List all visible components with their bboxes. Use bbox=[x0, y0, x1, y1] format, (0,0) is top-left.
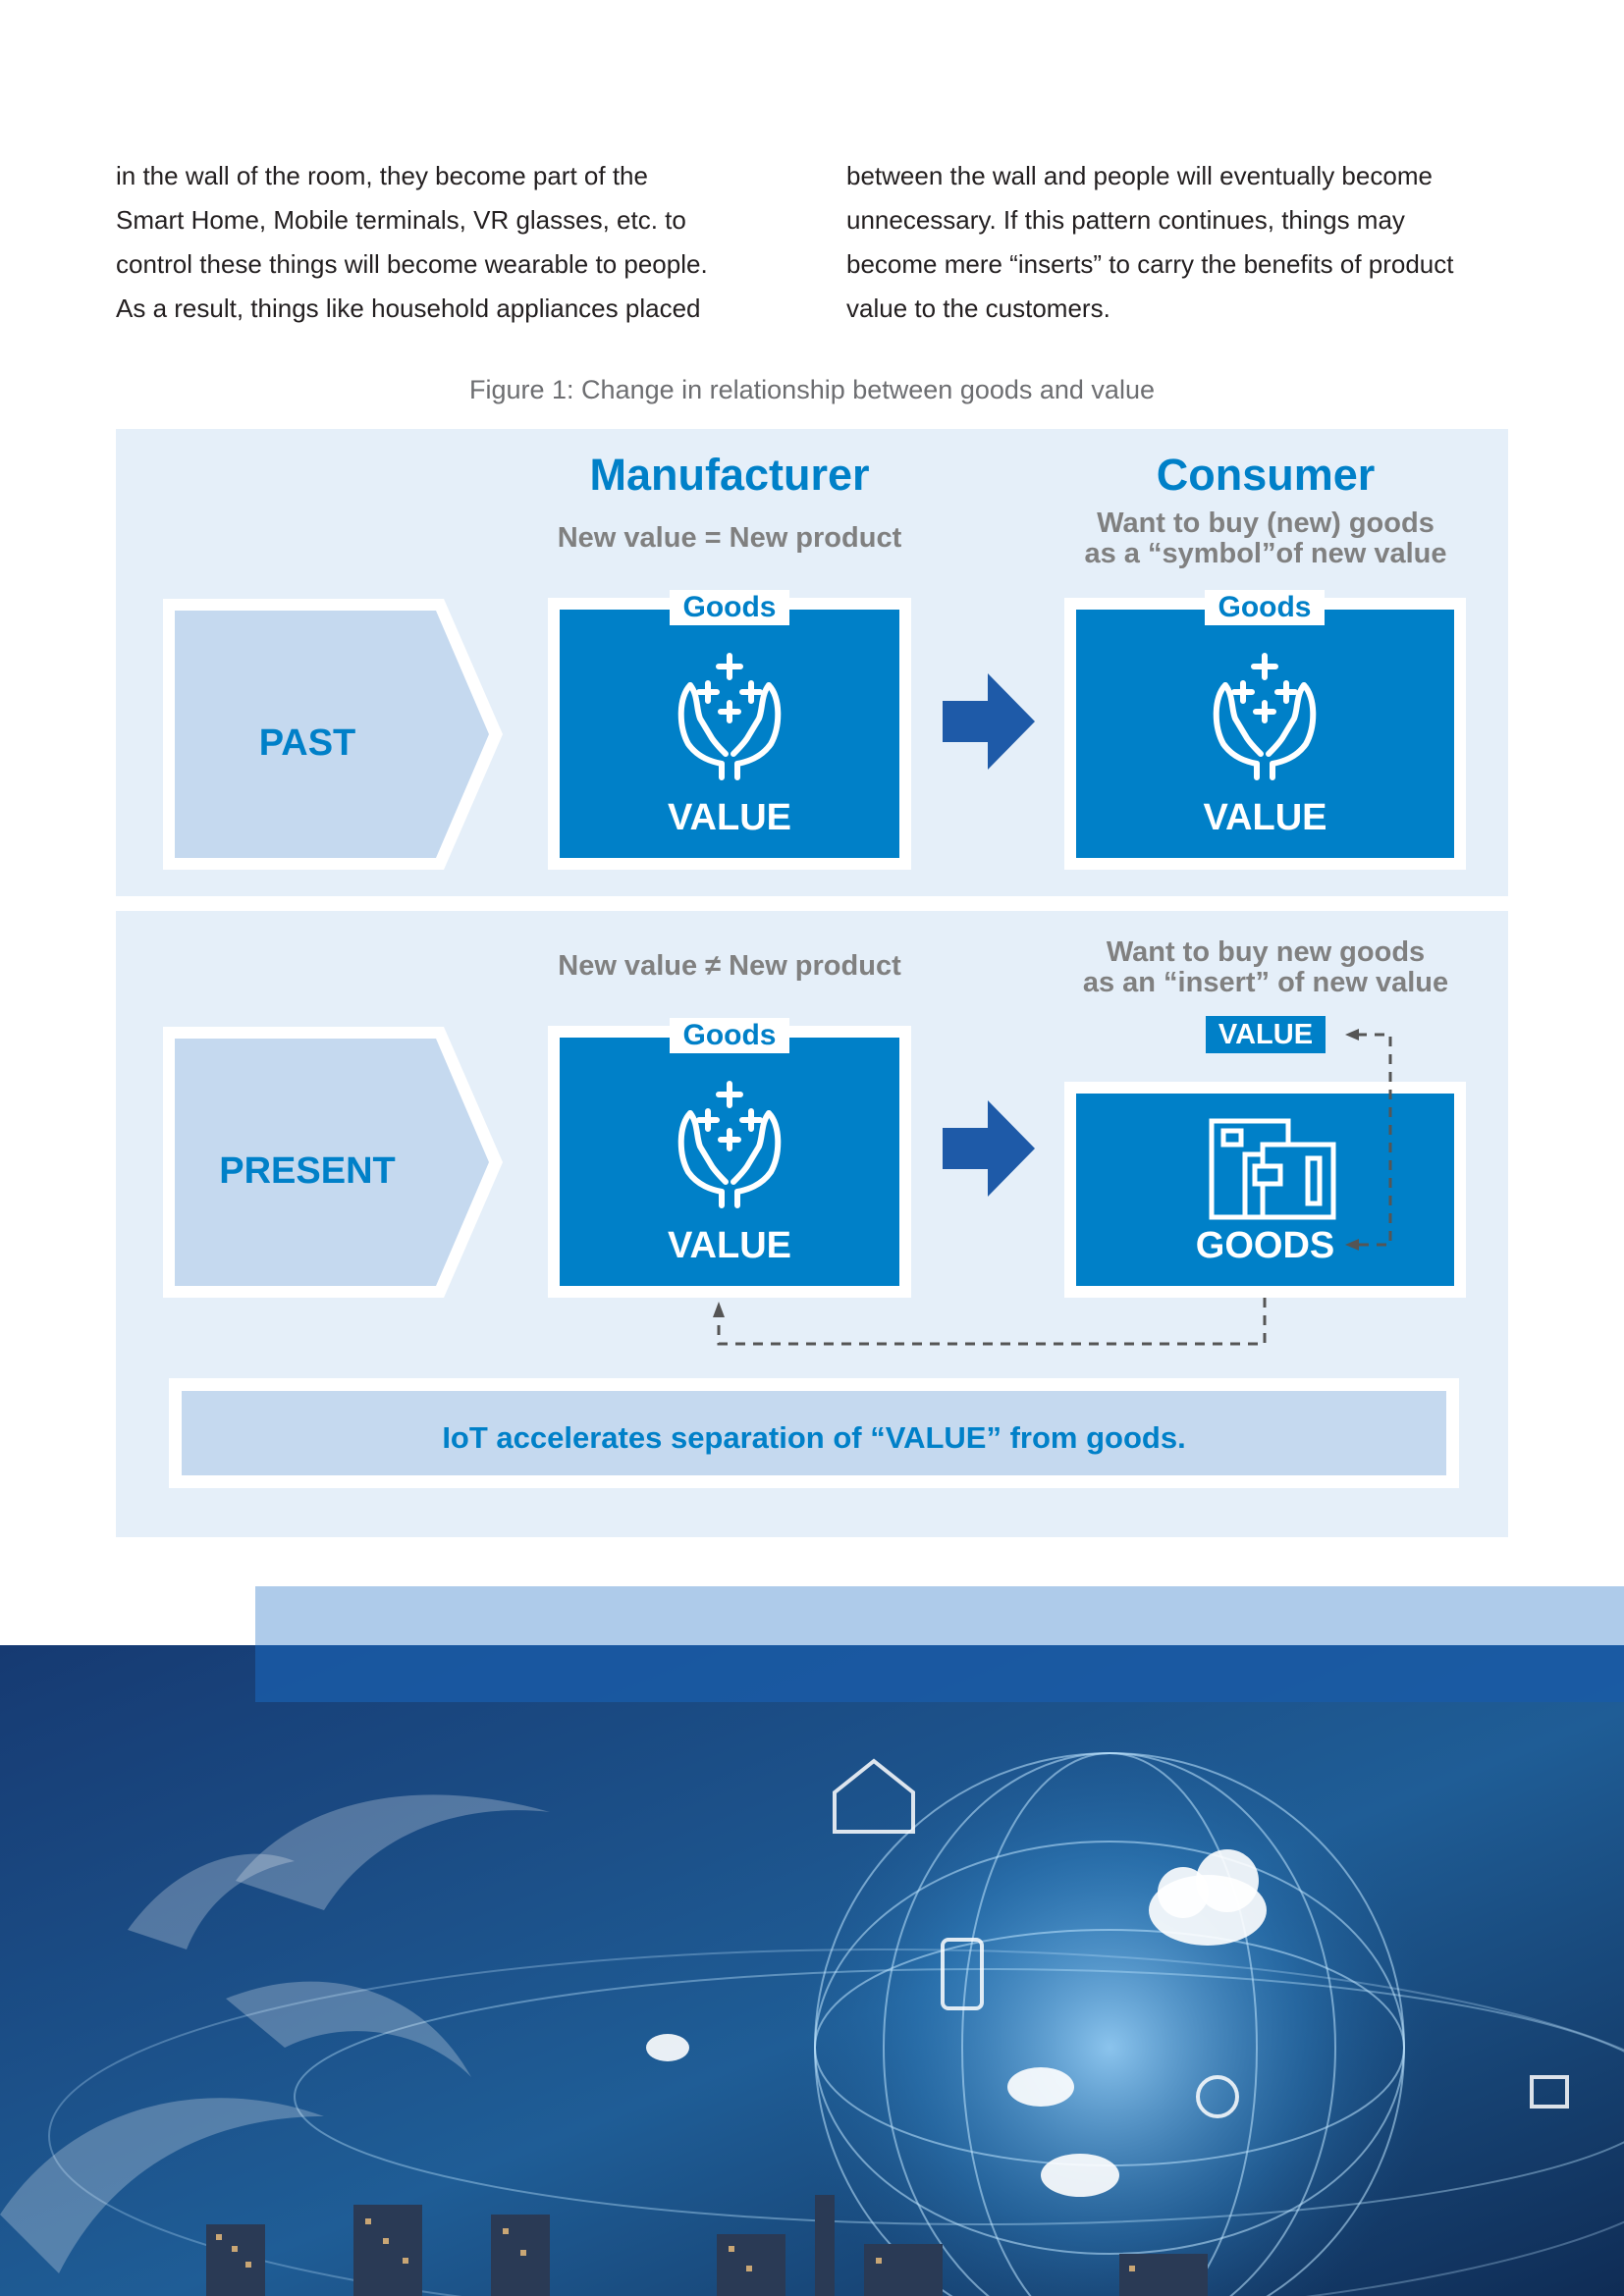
body-line: unnecessary. If this pattern continues, … bbox=[846, 205, 1405, 235]
conclusion-banner-inner bbox=[182, 1391, 1446, 1475]
body-line: become mere “inserts” to carry the benef… bbox=[846, 249, 1454, 279]
past-consumer-card bbox=[1064, 598, 1466, 870]
present-manufacturer-subtitle: New value ≠ New product bbox=[558, 950, 901, 982]
arrow-right-icon bbox=[943, 673, 1035, 770]
manufacturer-heading: Manufacturer bbox=[589, 450, 870, 500]
body-line: between the wall and people will eventua… bbox=[846, 161, 1433, 190]
past-manufacturer-value-label: VALUE bbox=[668, 797, 791, 838]
past-consumer-subtitle: Want to buy (new) goods as a “symbol”of … bbox=[1040, 508, 1491, 569]
iot-city-globe-image bbox=[0, 1586, 1624, 2296]
figure-caption: Figure 1: Change in relationship between… bbox=[469, 375, 1155, 404]
dashed-connectors bbox=[713, 1029, 1392, 1346]
present-manufacturer-goods-tag: Goods bbox=[670, 1018, 789, 1053]
present-label-box bbox=[163, 1027, 503, 1298]
present-consumer-value-tag: VALUE bbox=[1206, 1016, 1326, 1053]
body-line: As a result, things like household appli… bbox=[116, 294, 701, 323]
past-manufacturer-subtitle: New value = New product bbox=[557, 522, 902, 554]
subtitle-line: Want to buy (new) goods bbox=[1097, 507, 1435, 539]
body-text-left: in the wall of the room, they become par… bbox=[116, 154, 708, 331]
consumer-heading: Consumer bbox=[1156, 450, 1376, 500]
body-line: control these things will become wearabl… bbox=[116, 249, 708, 279]
past-manufacturer-goods-tag: Goods bbox=[670, 590, 789, 625]
conclusion-text: IoT accelerates separation of “VALUE” fr… bbox=[442, 1420, 1186, 1455]
body-line: value to the customers. bbox=[846, 294, 1110, 323]
present-label: PRESENT bbox=[219, 1150, 396, 1192]
past-label-box bbox=[163, 599, 503, 870]
present-consumer-goods-label: GOODS bbox=[1195, 1225, 1335, 1266]
present-manufacturer-value-label: VALUE bbox=[668, 1225, 791, 1266]
body-line: Smart Home, Mobile terminals, VR glasses… bbox=[116, 205, 686, 235]
past-label: PAST bbox=[258, 722, 356, 764]
past-consumer-goods-tag: Goods bbox=[1205, 590, 1325, 625]
past-manufacturer-card bbox=[548, 598, 911, 870]
present-manufacturer-card bbox=[548, 1026, 911, 1298]
body-text-right: between the wall and people will eventua… bbox=[846, 154, 1454, 331]
body-line: in the wall of the room, they become par… bbox=[116, 161, 648, 190]
subtitle-line: as a “symbol”of new value bbox=[1084, 538, 1447, 569]
subtitle-line: as an “insert” of new value bbox=[1082, 967, 1449, 998]
present-consumer-subtitle: Want to buy new goods as an “insert” of … bbox=[1040, 937, 1491, 998]
subtitle-line: Want to buy new goods bbox=[1106, 936, 1426, 968]
past-consumer-value-label: VALUE bbox=[1203, 797, 1327, 838]
arrow-right-icon bbox=[943, 1100, 1035, 1197]
